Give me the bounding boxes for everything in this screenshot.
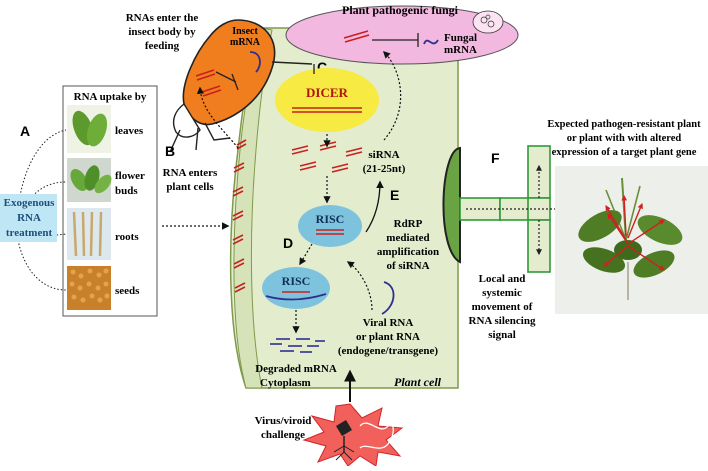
insect-feeding-arrow [196,86,239,149]
fungi-inhibit [372,33,419,47]
rdrp-label-3: amplification [377,246,439,258]
risc-lower-complex [265,291,327,301]
signal-label-5: signal [488,329,516,341]
expected-label-3: expression of a target plant gene [552,147,697,158]
uptake-item-roots: roots [115,231,139,243]
fungal-mrna-strand [423,39,439,45]
signal-channel [459,145,551,273]
fungal-spore-icon [487,20,495,28]
dicer-label: DICER [306,85,349,100]
risc-upper [298,205,362,247]
plasmodesma [442,146,461,264]
degraded-label: Degraded mRNA [255,363,337,375]
label-b: B [165,143,175,159]
degraded-mrna-fragments [270,338,325,353]
bud-shape [70,169,88,191]
fungi-ellipse [285,5,519,65]
uptake-title: RNA uptake by [74,91,147,103]
plant-photo [555,166,708,314]
label-d: D [283,235,293,251]
fungal-cell-icon [472,10,504,34]
virus-label-2: challenge [261,429,305,441]
exogenous-label-1: Exogenous [4,197,55,209]
rdrp-label-1: RdRP [394,218,423,230]
dicer-enzyme [275,68,379,132]
viral-rna-label-1: Viral RNA [363,317,414,329]
viroid-icon [359,422,394,449]
sirna-to-fungi-arrow [382,50,402,141]
dicer-dsrna [292,107,362,113]
exogenous-label-3: treatment [6,227,53,239]
rdrp-amplification-arrow [365,180,384,233]
risc-upper-label: RISC [316,212,345,226]
label-f: F [491,150,500,166]
uptake-connectors [17,129,67,291]
risc-lower-label: RISC [282,274,311,288]
insect-legs [169,61,313,153]
label-e: E [390,187,399,203]
viral-rna-label-3: (endogene/transgene) [338,345,439,357]
insect-mrna-label-1: Insect [232,26,258,37]
virus-burst [302,403,404,467]
cytoplasm-label: Cytoplasm [260,377,311,389]
uptake-item-flower-buds-1: flower [115,170,145,182]
rna-enters-label-2: plant cells [166,181,214,193]
sirna-label-2: (21-25nt) [363,163,406,175]
rdrp-label-4: of siRNA [386,260,429,272]
expected-label-2: or plant with with altered [567,133,682,144]
roots-shape [72,211,103,257]
exogenous-box [0,194,57,242]
rna-enters-label-1: RNA enters [163,167,218,179]
sirna-fragments [291,141,363,173]
uptake-item-seeds: seeds [115,285,140,297]
fungal-spore-icon [480,16,488,24]
plant-cell-label: Plant cell [394,375,442,389]
insect-mrna-strand [249,51,261,73]
plant-signal-arrows [603,194,665,271]
cell-wall-dsrna [232,139,247,293]
signal-label-1: Local and [479,273,526,285]
insect-mrna-label-2: mRNA [230,37,261,48]
cell-wall [233,27,273,389]
risc-upper-sirna [316,229,344,235]
virus-label-1: Virus/viroid [255,415,312,427]
virus-icon [333,420,355,461]
uptake-item-flower-buds-2: buds [115,185,138,197]
rdrp-label-2: mediated [386,232,429,244]
signal-label-4: RNA silencing [469,315,536,327]
insect-head [172,102,201,138]
insect-caption-2: insect body by [128,26,196,38]
label-a: A [20,123,30,139]
viral-to-risc-arrow [346,261,373,311]
label-c: C [317,59,327,75]
expected-label-1: Expected pathogen-resistant plant [547,119,701,130]
leaf-shape [86,113,108,147]
fungal-mrna-label-1: Fungal [444,32,477,44]
insect-caption-1: RNAs enter the [126,12,199,24]
fungi-title: Plant pathogenic fungi [342,3,459,17]
fungal-mrna-label-2: mRNA [444,44,477,56]
bud-shape [94,174,112,194]
uptake-item-leaves: leaves [115,125,144,137]
insect-body [182,19,276,126]
seeds-texture [69,268,110,303]
viral-rna-strand [381,281,395,315]
signal-label-2: systemic [482,287,522,299]
viral-rna-label-2: or plant RNA [356,331,420,343]
insect-inhibit [215,71,239,91]
signal-label-3: movement of [472,301,533,313]
fungal-spore-icon [485,14,491,20]
sirna-label-1: siRNA [368,149,399,161]
fungi-dsrna [343,30,370,43]
exogenous-label-2: RNA [17,212,41,224]
insect-caption-3: feeding [145,40,180,52]
insect-dsrna [195,69,222,97]
